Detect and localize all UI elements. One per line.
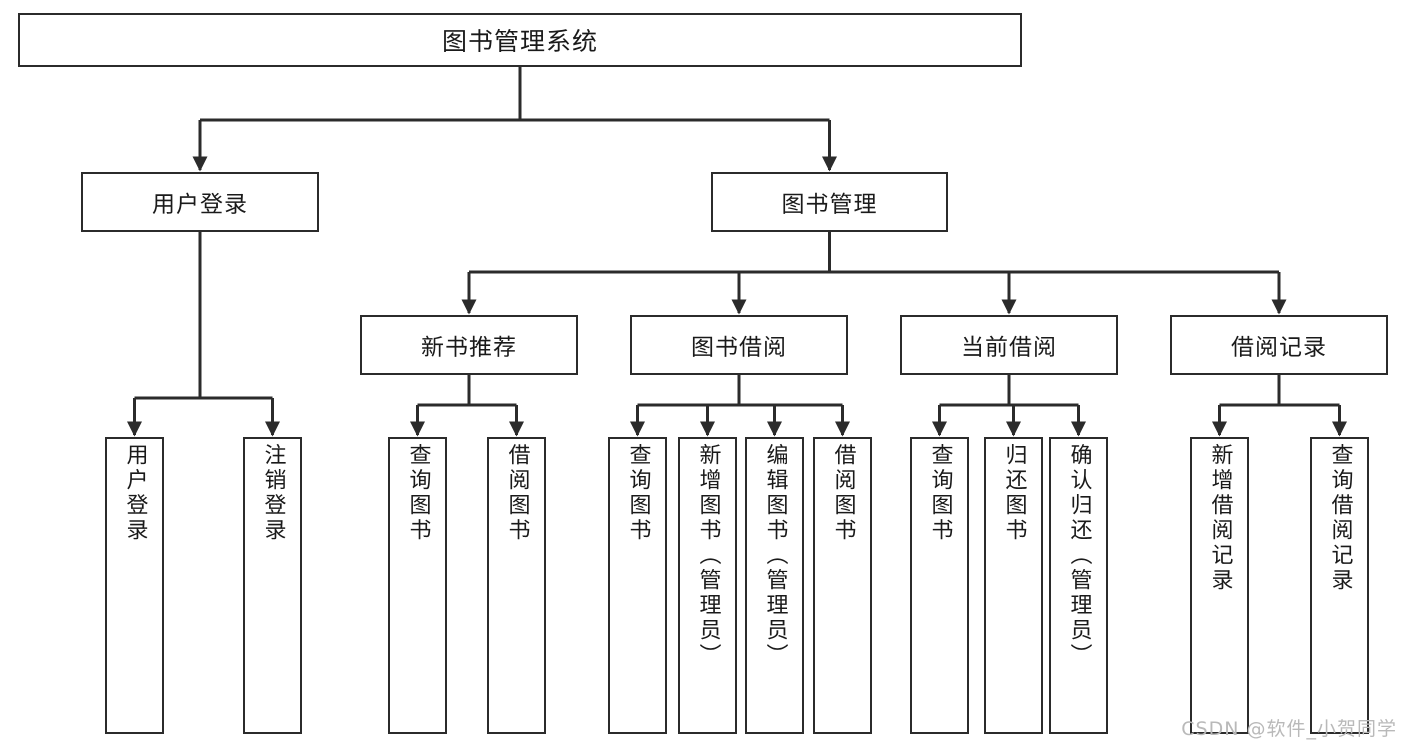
leaf-node-9: 查询图书	[910, 437, 969, 734]
level3-node-3-label: 当前借阅	[961, 335, 1057, 361]
leaf-node-5-label: 查询图书	[625, 443, 651, 543]
leaf-node-9-label: 查询图书	[927, 443, 953, 543]
leaf-node-10-label: 归还图书	[1001, 443, 1027, 543]
leaf-node-11-label: 确认归还（管理员）	[1066, 443, 1092, 668]
root-node-book-management-system-label: 图书管理系统	[441, 27, 598, 56]
level3-node-4-label: 借阅记录	[1231, 335, 1327, 361]
leaf-node-13: 查询借阅记录	[1310, 437, 1369, 734]
leaf-node-8-label: 借阅图书	[830, 443, 856, 543]
leaf-node-2-label: 注销登录	[260, 443, 286, 543]
leaf-node-6: 新增图书（管理员）	[678, 437, 737, 734]
leaf-node-13-label: 查询借阅记录	[1327, 443, 1353, 593]
level3-node-2-label: 图书借阅	[691, 335, 787, 361]
leaf-node-1-label: 用户登录	[122, 443, 148, 543]
leaf-node-8: 借阅图书	[813, 437, 872, 734]
leaf-node-1: 用户登录	[105, 437, 164, 734]
level2-node-1: 用户登录	[81, 172, 319, 232]
level2-node-2-label: 图书管理	[781, 192, 878, 218]
leaf-node-12: 新增借阅记录	[1190, 437, 1249, 734]
level2-node-2: 图书管理	[711, 172, 948, 232]
leaf-node-5: 查询图书	[608, 437, 667, 734]
level3-node-3: 当前借阅	[900, 315, 1118, 375]
leaf-node-4: 借阅图书	[487, 437, 546, 734]
leaf-node-7: 编辑图书（管理员）	[745, 437, 804, 734]
leaf-node-7-label: 编辑图书（管理员）	[762, 443, 788, 668]
leaf-node-3: 查询图书	[388, 437, 447, 734]
leaf-node-2: 注销登录	[243, 437, 302, 734]
leaf-node-6-label: 新增图书（管理员）	[695, 443, 721, 668]
level3-node-4: 借阅记录	[1170, 315, 1388, 375]
leaf-node-3-label: 查询图书	[405, 443, 431, 543]
leaf-node-10: 归还图书	[984, 437, 1043, 734]
level3-node-2: 图书借阅	[630, 315, 848, 375]
level3-node-1-label: 新书推荐	[421, 335, 517, 361]
leaf-node-12-label: 新增借阅记录	[1207, 443, 1233, 593]
level2-node-1-label: 用户登录	[152, 192, 248, 218]
leaf-node-11: 确认归还（管理员）	[1049, 437, 1108, 734]
root-node-book-management-system: 图书管理系统	[18, 13, 1022, 67]
leaf-node-4-label: 借阅图书	[504, 443, 530, 543]
level3-node-1: 新书推荐	[360, 315, 578, 375]
